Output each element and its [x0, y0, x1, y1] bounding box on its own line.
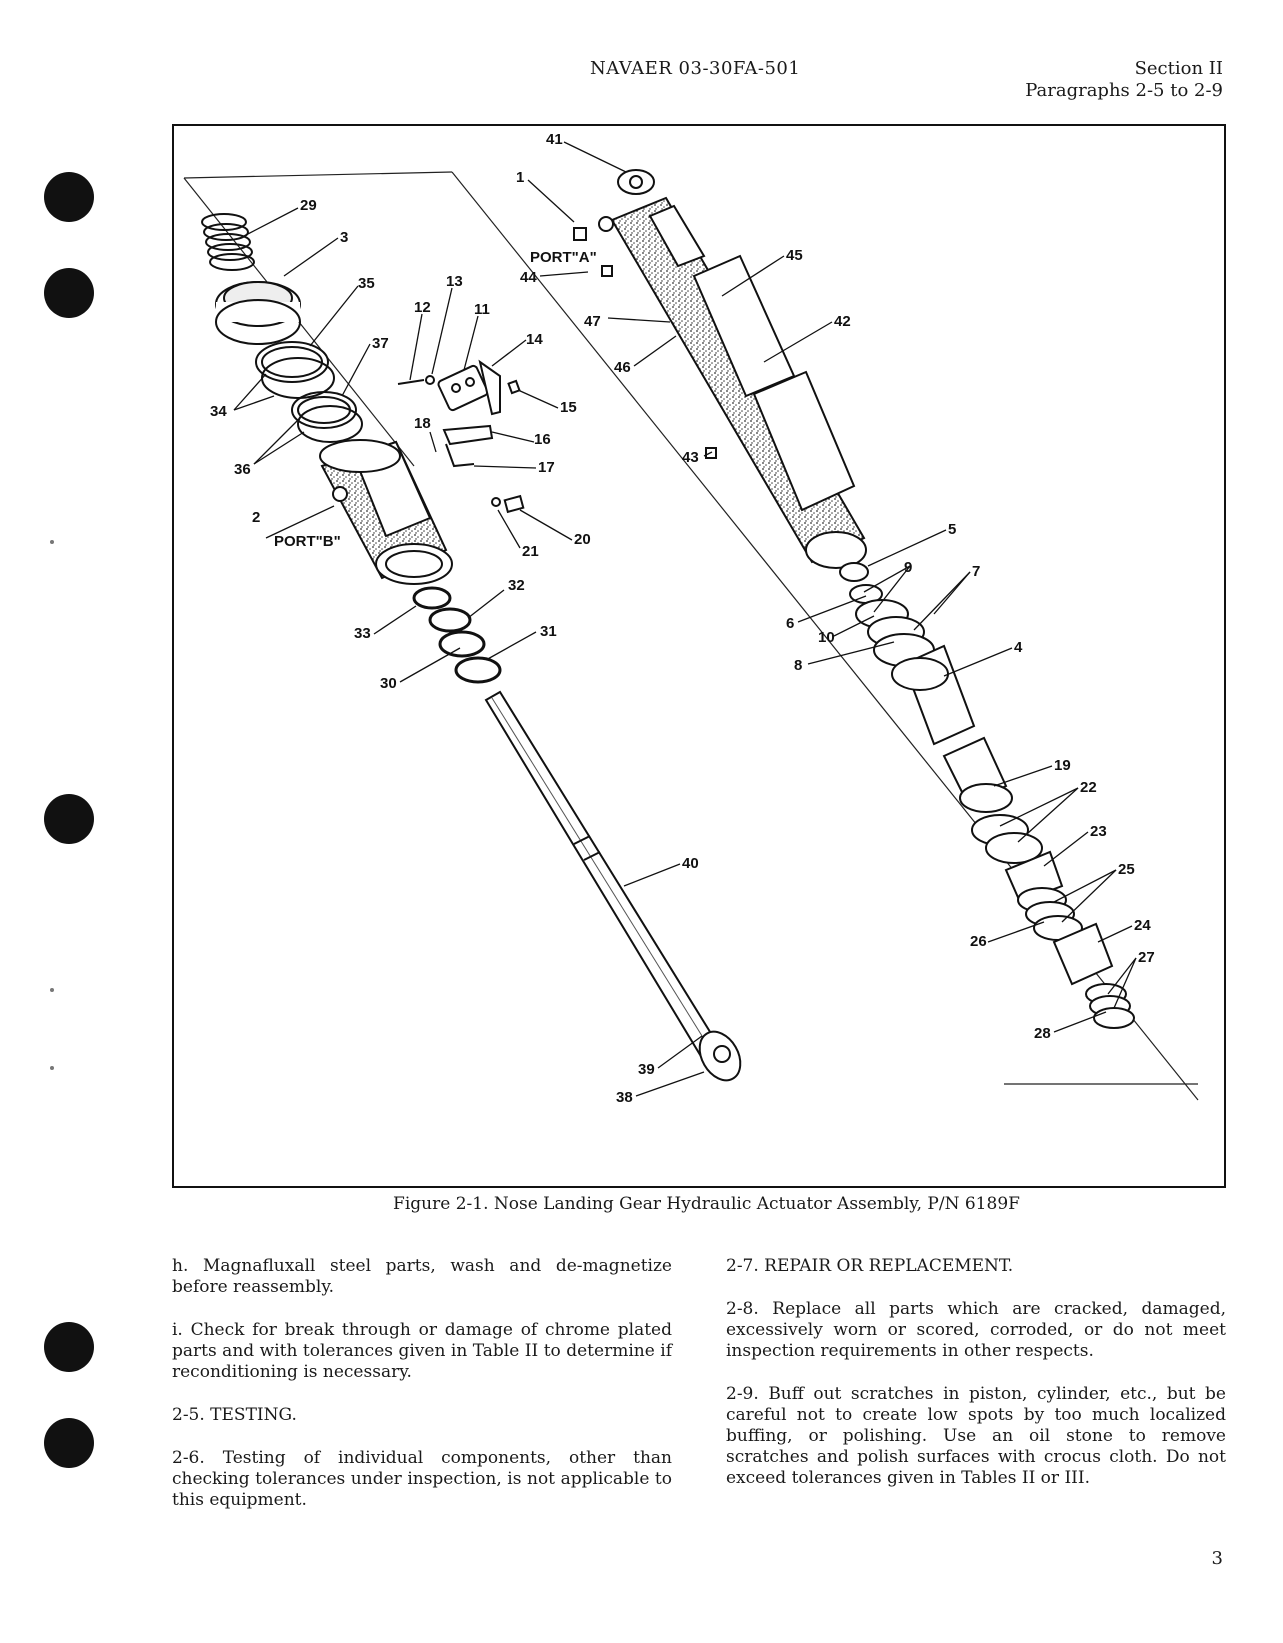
right-column: 2-7. REPAIR OR REPLACEMENT. 2-8. Replace… — [726, 1256, 1226, 1511]
paragraph-2-9: 2-9. Buff out scratches in piston, cylin… — [726, 1384, 1226, 1488]
callout-40: 40 — [682, 855, 699, 872]
callout-44: 44 — [520, 269, 537, 286]
callout-11: 11 — [474, 301, 490, 318]
callout-3: 3 — [340, 229, 348, 246]
figure-caption-text: Figure 2-1. Nose Landing Gear Hydraulic … — [393, 1194, 1020, 1214]
paragraph-i: i. Check for break through or damage of … — [172, 1320, 672, 1382]
lock-parts — [942, 736, 1135, 1029]
callout-23: 23 — [1090, 823, 1107, 840]
callout-2: 2 — [252, 509, 260, 526]
callout-9: 9 — [904, 559, 912, 576]
callout-7: 7 — [972, 563, 980, 580]
port-b-label: PORT"B" — [274, 533, 341, 550]
callout-24: 24 — [1134, 917, 1151, 934]
callout-20: 20 — [574, 531, 591, 548]
callout-32: 32 — [508, 577, 525, 594]
o-rings-30-33 — [412, 586, 502, 684]
heading-testing: 2-5. TESTING. — [172, 1405, 297, 1425]
binder-hole-3 — [44, 794, 94, 844]
document-number: NAVAER 03-30FA-501 — [590, 58, 801, 79]
callout-42: 42 — [834, 313, 851, 330]
section-reference: Section II Paragraphs 2-5 to 2-9 — [1025, 58, 1223, 102]
callout-41: 41 — [546, 131, 563, 148]
callout-19: 19 — [1054, 757, 1071, 774]
gland-housing-2 — [319, 439, 453, 585]
binder-hole-1 — [44, 172, 94, 222]
callout-18: 18 — [414, 415, 431, 432]
speck — [50, 988, 54, 992]
paragraph-h: h. Magnafluxall steel parts, wash and de… — [172, 1256, 672, 1297]
figure-caption: Figure 2-1. Nose Landing Gear Hydraulic … — [0, 1194, 1283, 1214]
exploded-view-diagram: 29 3 35 37 34 36 2 PORT"B" 12 13 11 14 1… — [183, 131, 1199, 1106]
callout-39: 39 — [638, 1061, 655, 1078]
callout-47: 47 — [584, 313, 601, 330]
callout-25: 25 — [1118, 861, 1135, 878]
port-a-label: PORT"A" — [530, 249, 597, 266]
ring-set-36-37 — [291, 391, 363, 443]
binder-hole-5 — [44, 1418, 94, 1468]
paragraph-range: Paragraphs 2-5 to 2-9 — [1025, 80, 1223, 101]
callout-27: 27 — [1138, 949, 1155, 966]
binder-hole-2 — [44, 268, 94, 318]
callout-21: 21 — [522, 543, 539, 560]
callout-30: 30 — [380, 675, 397, 692]
callout-1: 1 — [516, 169, 524, 186]
left-column: h. Magnafluxall steel parts, wash and de… — [172, 1256, 672, 1533]
callout-12: 12 — [414, 299, 431, 316]
callout-22: 22 — [1080, 779, 1097, 796]
callout-16: 16 — [534, 431, 551, 448]
callout-29: 29 — [300, 197, 317, 214]
section-label: Section II — [1134, 58, 1223, 79]
piston-rod-40 — [484, 690, 742, 1082]
page-number: 3 — [1211, 1548, 1223, 1569]
callout-28: 28 — [1034, 1025, 1051, 1042]
callout-15: 15 — [560, 399, 577, 416]
callout-31: 31 — [540, 623, 557, 640]
callout-8: 8 — [794, 657, 802, 674]
leader-lines — [233, 141, 1137, 1097]
callout-36: 36 — [234, 461, 251, 478]
callout-43: 43 — [682, 449, 699, 466]
callout-46: 46 — [614, 359, 631, 376]
paragraph-2-8: 2-8. Replace all parts which are cracked… — [726, 1299, 1226, 1361]
callout-10: 10 — [818, 629, 835, 646]
figure-frame: 29 3 35 37 34 36 2 PORT"B" 12 13 11 14 1… — [172, 124, 1226, 1188]
callout-17: 17 — [538, 459, 555, 476]
callout-35: 35 — [358, 275, 375, 292]
callout-34: 34 — [210, 403, 227, 420]
callout-5: 5 — [948, 521, 956, 538]
speck — [50, 540, 54, 544]
heading-repair-replacement: 2-7. REPAIR OR REPLACEMENT. — [726, 1256, 1014, 1276]
callout-13: 13 — [446, 273, 463, 290]
spring-29 — [201, 213, 255, 271]
gland-nut-3 — [215, 281, 301, 345]
callout-14: 14 — [526, 331, 543, 348]
binder-hole-4 — [44, 1322, 94, 1372]
callout-33: 33 — [354, 625, 371, 642]
callout-38: 38 — [616, 1089, 633, 1106]
piston-parts — [839, 562, 976, 746]
speck — [50, 1066, 54, 1070]
ring-set-34-35 — [255, 341, 335, 399]
bracket-assembly — [397, 359, 525, 514]
callout-4: 4 — [1014, 639, 1023, 656]
callout-37: 37 — [372, 335, 389, 352]
callout-26: 26 — [970, 933, 987, 950]
cylinder-42 — [573, 169, 867, 569]
callout-6: 6 — [786, 615, 794, 632]
callout-numbers: 29 3 35 37 34 36 2 PORT"B" 12 13 11 14 1… — [210, 131, 1155, 1106]
callout-45: 45 — [786, 247, 803, 264]
paragraph-2-6: 2-6. Testing of individual components, o… — [172, 1448, 672, 1510]
